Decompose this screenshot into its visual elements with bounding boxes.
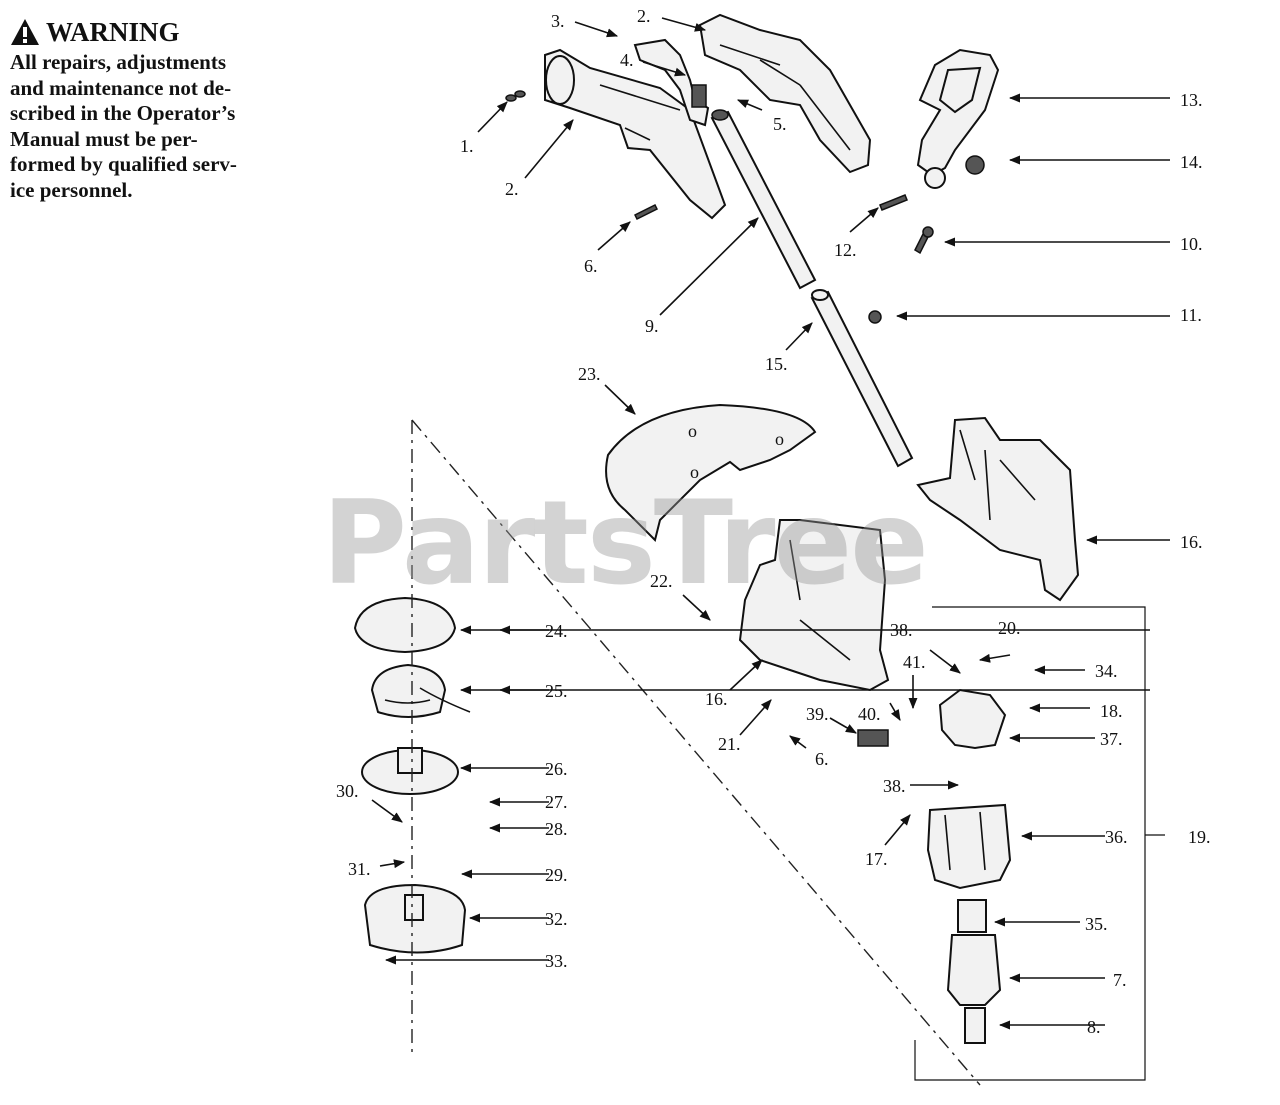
warning-line: ice personnel. [10, 177, 133, 202]
callout-10: 10. [1180, 234, 1203, 254]
callout-31: 31. [348, 859, 371, 879]
switch-trigger [633, 38, 710, 127]
handle-bolt-12 [879, 194, 908, 211]
callout-7: 7. [1113, 970, 1127, 990]
callout-16b: 16. [705, 689, 728, 709]
callout-4: 4. [620, 50, 634, 70]
callout-9: 9. [645, 316, 659, 336]
callout-30: 30. [336, 781, 359, 801]
spool-cap-24 [353, 596, 457, 654]
callout-8: 8. [1087, 1017, 1101, 1037]
warning-line: All repairs, adjustments [10, 50, 227, 74]
callout-38b: 38. [883, 776, 906, 796]
handle-half-left [544, 48, 727, 220]
callout-29: 29. [545, 865, 568, 885]
callout-26: 26. [545, 759, 568, 779]
svg-text:o: o [775, 429, 784, 449]
brush-holder-37 [938, 688, 1007, 750]
callout-38a: 38. [890, 620, 913, 640]
handle-half-right [698, 13, 872, 174]
callout-3: 3. [551, 11, 565, 31]
spool-25 [370, 663, 471, 718]
callout-14: 14. [1180, 152, 1203, 172]
hub-32 [363, 883, 467, 954]
callout-41: 41. [903, 652, 926, 672]
callout-6a: 6. [584, 256, 598, 276]
callout-2a: 2. [505, 179, 519, 199]
warning-title: WARNING [46, 16, 180, 47]
warning-text: All repairs, adjustments and maintenance… [10, 50, 320, 203]
callout-36: 36. [1105, 827, 1128, 847]
callout-22: 22. [650, 571, 673, 591]
watermark: PartsTree [322, 476, 929, 611]
callout-25: 25. [545, 681, 568, 701]
callout-15: 15. [765, 354, 788, 374]
callout-40: 40. [858, 704, 881, 724]
callout-17: 17. [865, 849, 888, 869]
spring-retainer-26 [361, 747, 459, 795]
upper-shaft [710, 109, 817, 290]
diagonal-assembly-line [411, 419, 981, 1086]
lower-housing-16 [738, 519, 890, 692]
warning-line: formed by qualified serv- [10, 152, 237, 176]
svg-text:o: o [690, 462, 699, 482]
handle-bolt-10 [914, 226, 934, 255]
warning-header: WARNING [10, 18, 320, 46]
callout-19: 19. [1188, 827, 1211, 847]
leader-lines [371, 17, 1170, 1030]
callout-24: 24. [545, 621, 568, 641]
callout-1: 1. [460, 136, 474, 156]
warning-box: WARNING All repairs, adjustments and mai… [10, 18, 320, 203]
callout-11: 11. [1180, 305, 1202, 325]
warning-triangle-icon [11, 19, 39, 45]
screw-6-upper [633, 203, 659, 221]
callout-23: 23. [578, 364, 601, 384]
wire-39 [857, 729, 889, 747]
callout-37: 37. [1100, 729, 1123, 749]
callout-18: 18. [1100, 701, 1123, 721]
svg-text:o: o [688, 421, 697, 441]
callout-20: 20. [998, 618, 1021, 638]
callout-32: 32. [545, 909, 568, 929]
warning-line: and maintenance not de- [10, 75, 232, 100]
callout-35: 35. [1085, 914, 1108, 934]
callout-5: 5. [773, 114, 787, 134]
callout-27: 27. [545, 792, 568, 812]
warning-line: scribed in the Operator’s [10, 101, 236, 125]
warning-line: Manual must be per- [10, 126, 198, 151]
motor-field-36 [926, 803, 1012, 890]
motor-assembly-frame [914, 606, 1165, 1081]
callout-labels: 1. 2. 2. 3. 4. 5. 6. 6. 7. 8. 9. 10. 11.… [336, 6, 1211, 1037]
armature-35 [946, 899, 1002, 1044]
callout-34: 34. [1095, 661, 1118, 681]
callout-12: 12. [834, 240, 857, 260]
callout-39: 39. [806, 704, 829, 724]
motor-housing-16 [916, 416, 1080, 602]
handle-nut-11 [868, 310, 882, 324]
lower-shaft [810, 289, 914, 468]
guard-23: o o o [605, 403, 817, 542]
screw-1 [505, 90, 526, 102]
assist-handle-knob [965, 155, 985, 175]
callout-2b: 2. [637, 6, 651, 26]
callout-13: 13. [1180, 90, 1203, 110]
callout-16a: 16. [1180, 532, 1203, 552]
callout-28: 28. [545, 819, 568, 839]
callout-6b: 6. [815, 749, 829, 769]
callout-21: 21. [718, 734, 741, 754]
callout-33: 33. [545, 951, 568, 971]
assist-handle [916, 48, 1000, 189]
